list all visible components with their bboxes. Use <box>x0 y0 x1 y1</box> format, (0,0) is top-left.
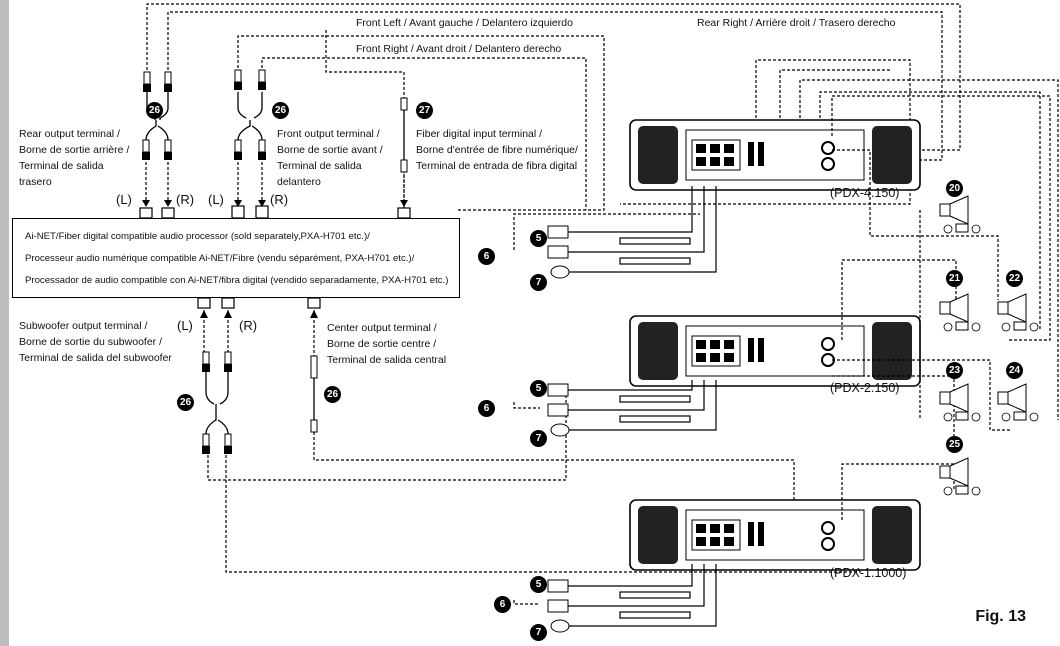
rear-l-label: (L) <box>116 192 132 207</box>
front-r-label: (R) <box>270 192 289 207</box>
speaker-21 <box>939 293 981 332</box>
badge-7-b: 7 <box>530 430 547 447</box>
badge-6-c: 6 <box>494 596 511 613</box>
audio-processor-box: Ai-NET/Fiber digital compatible audio pr… <box>12 218 460 298</box>
model-pdx-11000: (PDX-1.1000) <box>830 566 907 580</box>
badge-20: 20 <box>946 180 963 197</box>
front-output-label: Front output terminal /Borne de sortie a… <box>277 128 383 188</box>
badge-26-front: 26 <box>272 102 289 119</box>
badge-7-a: 7 <box>530 274 547 291</box>
badge-7-c: 7 <box>530 624 547 641</box>
sub-r-label: (R) <box>239 318 258 333</box>
amplifier-pdx-4150 <box>629 119 921 191</box>
front-right-label: Front Right / Avant droit / Delantero de… <box>356 43 562 55</box>
speaker-24 <box>997 383 1039 422</box>
page-edge-bar <box>0 0 9 646</box>
front-l-label: (L) <box>208 192 224 207</box>
processor-line-en: Ai-NET/Fiber digital compatible audio pr… <box>25 231 370 242</box>
badge-5-b: 5 <box>530 380 547 397</box>
badge-5-a: 5 <box>530 230 547 247</box>
model-pdx-2150: (PDX-2.150) <box>830 381 900 395</box>
badge-24: 24 <box>1006 362 1023 379</box>
badge-25: 25 <box>946 436 963 453</box>
badge-26-rear: 26 <box>146 102 163 119</box>
sub-l-label: (L) <box>177 318 193 333</box>
figure-caption: Fig. 13 <box>975 608 1026 625</box>
badge-26-sub: 26 <box>177 394 194 411</box>
badge-5-c: 5 <box>530 576 547 593</box>
badge-26-center: 26 <box>324 386 341 403</box>
badge-22: 22 <box>1006 270 1023 287</box>
speaker-22 <box>997 293 1039 332</box>
badge-6-b: 6 <box>478 400 495 417</box>
processor-line-fr: Processeur audio numérique compatible Ai… <box>25 253 415 264</box>
badge-23: 23 <box>946 362 963 379</box>
rear-output-label: Rear output terminal /Borne de sortie ar… <box>19 128 130 188</box>
amplifier-pdx-11000 <box>629 499 921 571</box>
speaker-20 <box>939 195 981 234</box>
fiber-input-label: Fiber digital input terminal /Borne d'en… <box>416 128 578 172</box>
rear-r-label: (R) <box>176 192 195 207</box>
processor-line-es: Processador de audio compatible con Ai-N… <box>25 275 449 286</box>
amplifier-pdx-2150 <box>629 315 921 387</box>
subwoofer-output-label: Subwoofer output terminal /Borne de sort… <box>19 320 172 364</box>
model-pdx-4150: (PDX-4.150) <box>830 186 900 200</box>
front-left-label: Front Left / Avant gauche / Delantero iz… <box>356 17 573 29</box>
rear-right-label: Rear Right / Arrière droit / Trasero der… <box>697 17 896 29</box>
badge-6-a: 6 <box>478 248 495 265</box>
speaker-23 <box>939 383 981 422</box>
center-output-label: Center output terminal /Borne de sortie … <box>327 322 447 366</box>
badge-27: 27 <box>416 102 433 119</box>
badge-21: 21 <box>946 270 963 287</box>
